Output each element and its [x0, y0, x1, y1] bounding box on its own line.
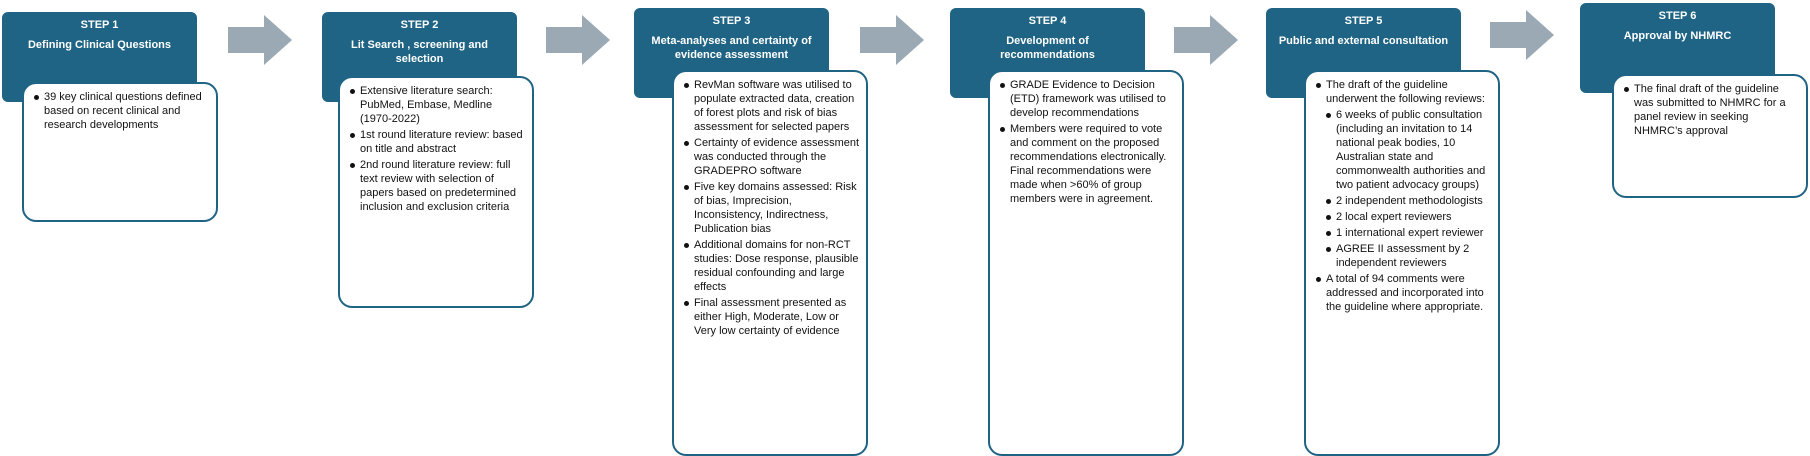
- right-arrow-icon: [1490, 10, 1554, 60]
- bullet-list: 39 key clinical questions defined based …: [34, 90, 210, 132]
- step-number: STEP 5: [1344, 15, 1383, 27]
- step-number: STEP 1: [80, 19, 119, 31]
- step-card: RevMan software was utilised to populate…: [672, 70, 868, 456]
- bullet-item: Five key domains assessed: Risk of bias,…: [684, 180, 860, 236]
- bullet-text: The draft of the guideline underwent the…: [1326, 79, 1485, 105]
- bullet-item: Extensive literature search: PubMed, Emb…: [350, 84, 526, 126]
- bullet-item: 39 key clinical questions defined based …: [34, 90, 210, 132]
- bullet-item: 2nd round literature review: full text r…: [350, 158, 526, 214]
- sub-bullet-item: 2 local expert reviewers: [1326, 210, 1492, 224]
- right-arrow-icon: [546, 15, 610, 65]
- right-arrow-icon: [1174, 15, 1238, 65]
- step-title: Meta-analyses and certainty of evidence …: [651, 35, 812, 61]
- bullet-list: Extensive literature search: PubMed, Emb…: [350, 84, 526, 214]
- step-number: STEP 2: [400, 19, 439, 31]
- step-card: Extensive literature search: PubMed, Emb…: [338, 76, 534, 308]
- right-arrow-icon: [860, 15, 924, 65]
- bullet-item: A total of 94 comments were addressed an…: [1316, 272, 1492, 314]
- bullet-item: 1st round literature review: based on ti…: [350, 128, 526, 156]
- bullet-item: The draft of the guideline underwent the…: [1316, 78, 1492, 270]
- bullet-item: Members were required to vote and commen…: [1000, 122, 1176, 206]
- step-title: Development of recommendations: [1000, 35, 1095, 61]
- sub-bullet-item: 6 weeks of public consultation (includin…: [1326, 108, 1492, 192]
- bullet-list: The draft of the guideline underwent the…: [1316, 78, 1492, 314]
- step-title: Public and external consultation: [1278, 35, 1449, 47]
- bullet-item: RevMan software was utilised to populate…: [684, 78, 860, 134]
- sub-bullet-list: 6 weeks of public consultation (includin…: [1326, 108, 1492, 270]
- step-number: STEP 4: [1028, 15, 1067, 27]
- step-number: STEP 6: [1658, 10, 1697, 22]
- step-card: The final draft of the guideline was sub…: [1612, 74, 1808, 198]
- step-card: GRADE Evidence to Decision (ETD) framewo…: [988, 70, 1184, 456]
- bullet-list: GRADE Evidence to Decision (ETD) framewo…: [1000, 78, 1176, 206]
- step-number: STEP 3: [712, 15, 751, 27]
- step-card: 39 key clinical questions defined based …: [22, 82, 218, 222]
- step-card: The draft of the guideline underwent the…: [1304, 70, 1500, 456]
- sub-bullet-item: 2 independent methodologists: [1326, 194, 1492, 208]
- step-title: Lit Search , screening and selection: [351, 39, 488, 65]
- bullet-item: GRADE Evidence to Decision (ETD) framewo…: [1000, 78, 1176, 120]
- bullet-item: Certainty of evidence assessment was con…: [684, 136, 860, 178]
- bullet-item: Additional domains for non-RCT studies: …: [684, 238, 860, 294]
- sub-bullet-item: AGREE II assessment by 2 independent rev…: [1326, 242, 1492, 270]
- bullet-list: RevMan software was utilised to populate…: [684, 78, 860, 338]
- bullet-item: The final draft of the guideline was sub…: [1624, 82, 1800, 138]
- bullet-item: Final assessment presented as either Hig…: [684, 296, 860, 338]
- sub-bullet-item: 1 international expert reviewer: [1326, 226, 1492, 240]
- step-title: Approval by NHMRC: [1623, 30, 1732, 42]
- step-title: Defining Clinical Questions: [27, 39, 172, 51]
- right-arrow-icon: [228, 15, 292, 65]
- bullet-list: The final draft of the guideline was sub…: [1624, 82, 1800, 138]
